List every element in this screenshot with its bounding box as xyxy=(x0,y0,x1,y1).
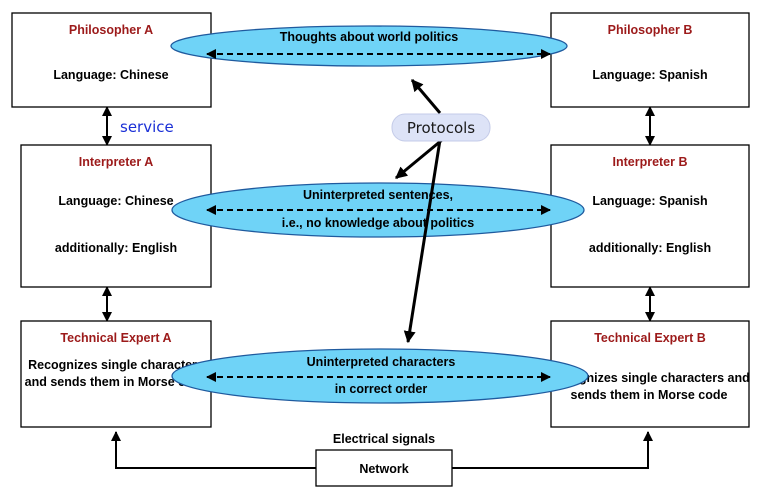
philosopher-b-box: Philosopher B Language: Spanish xyxy=(550,12,750,108)
philosopher-a-box: Philosopher A Language: Chinese xyxy=(11,12,212,108)
protocol-ellipse-bottom: Uninterpreted characters in correct orde… xyxy=(171,348,589,404)
protocols-arrow-bottom xyxy=(403,139,442,344)
network-box: Network xyxy=(315,449,453,487)
technical-expert-b-title: Technical Expert B xyxy=(594,331,706,345)
philosopher-b-title: Philosopher B xyxy=(608,23,693,37)
network-label: Network xyxy=(359,462,408,476)
interpreter-b-box: Interpreter B Language: Spanish addition… xyxy=(550,144,750,288)
network-link-b xyxy=(452,431,653,469)
interpreter-a-extra: additionally: English xyxy=(55,241,177,255)
technical-expert-b-line1: Recognizes single characters and xyxy=(548,371,749,385)
protocol-mid-line1: Uninterpreted sentences, xyxy=(303,188,453,202)
protocols-arrow-mid xyxy=(395,138,443,180)
philosopher-a-language: Language: Chinese xyxy=(53,68,168,82)
philosopher-a-title: Philosopher A xyxy=(69,23,153,37)
interpreter-b-extra: additionally: English xyxy=(589,241,711,255)
interpreter-a-title: Interpreter A xyxy=(79,155,154,169)
network-link-a xyxy=(111,431,316,469)
technical-expert-a-line2: and sends them in Morse code xyxy=(25,375,208,389)
interpreter-a-language: Language: Chinese xyxy=(58,194,173,208)
interpreter-b-title: Interpreter B xyxy=(612,155,687,169)
technical-expert-b-line2: sends them in Morse code xyxy=(571,388,728,402)
protocol-ellipse-top: Thoughts about world politics xyxy=(170,25,568,67)
protocol-top-label: Thoughts about world politics xyxy=(280,30,459,44)
protocol-bottom-line1: Uninterpreted characters xyxy=(307,355,456,369)
technical-expert-a-title: Technical Expert A xyxy=(60,331,171,345)
technical-expert-a-line1: Recognizes single characters xyxy=(28,358,204,372)
protocols-callout: Protocols xyxy=(391,113,491,142)
protocols-arrow-top xyxy=(410,79,442,114)
protocols-label: Protocols xyxy=(407,119,475,137)
protocol-bottom-line2: in correct order xyxy=(335,382,428,396)
interpreter-a-box: Interpreter A Language: Chinese addition… xyxy=(20,144,212,288)
protocol-ellipse-mid: Uninterpreted sentences, i.e., no knowle… xyxy=(171,182,585,238)
electrical-signals-label: Electrical signals xyxy=(333,432,435,446)
service-label: service xyxy=(120,118,174,136)
interpreter-b-language: Language: Spanish xyxy=(592,194,707,208)
protocol-mid-line2: i.e., no knowledge about politics xyxy=(282,216,474,230)
philosopher-b-language: Language: Spanish xyxy=(592,68,707,82)
